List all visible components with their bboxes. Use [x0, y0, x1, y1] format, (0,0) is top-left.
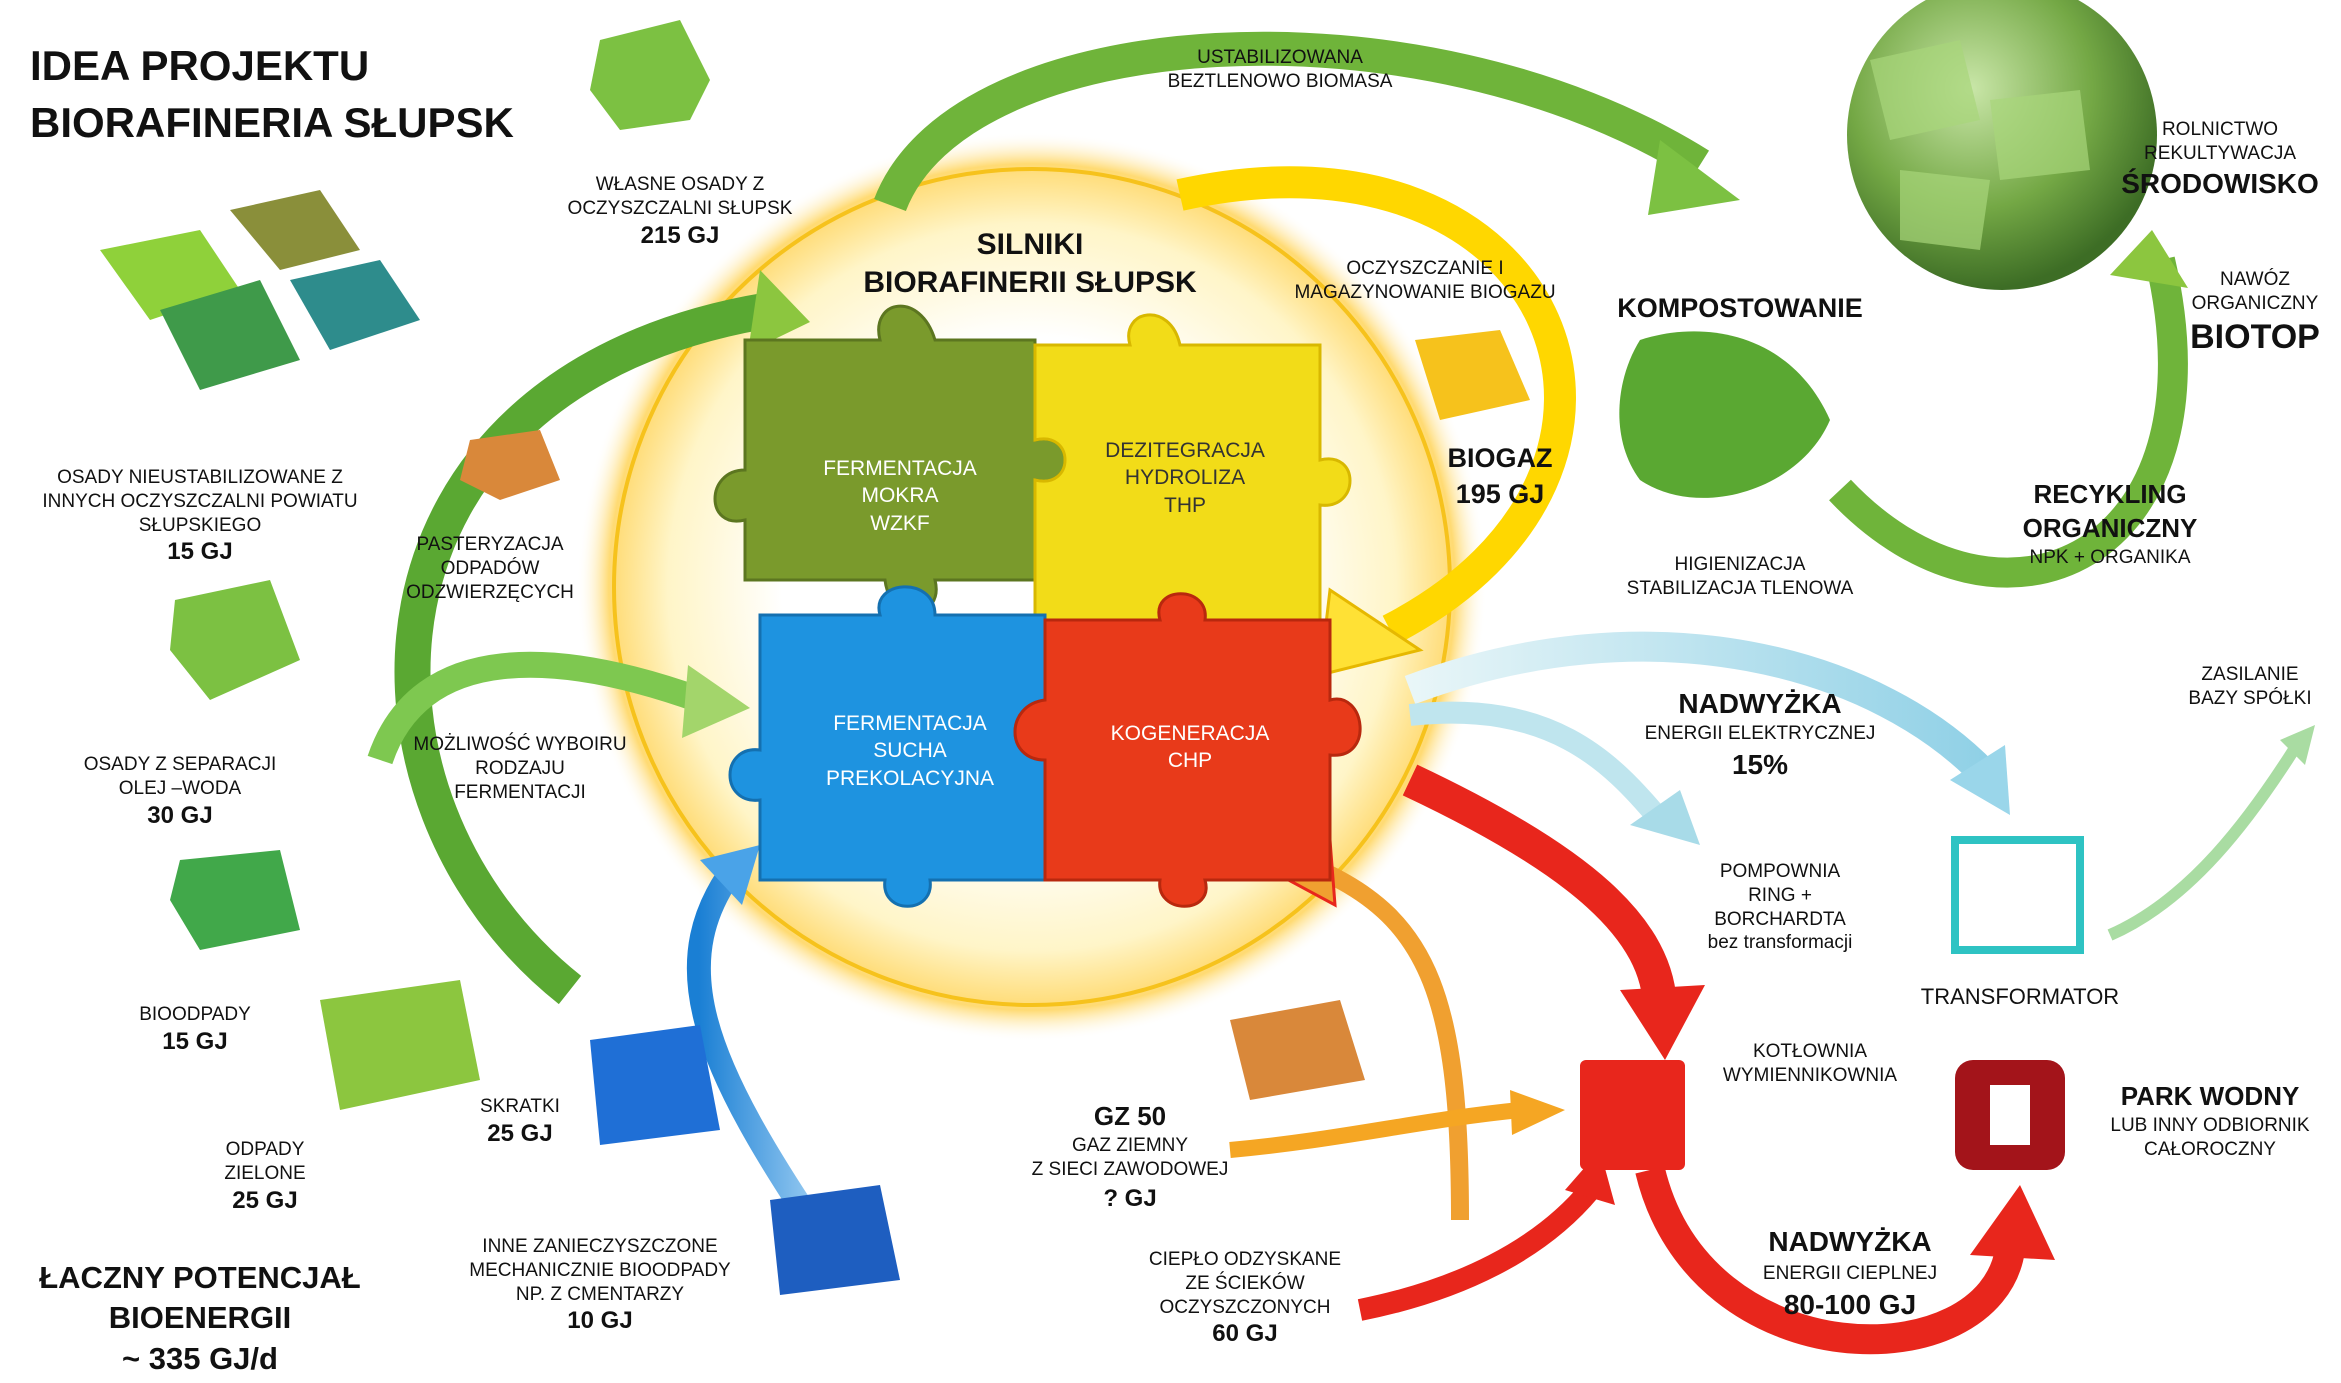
puzzle-icon-pasteryzacja — [460, 430, 560, 500]
center-title: SILNIKI BIORAFINERII SŁUPSK — [863, 228, 1197, 299]
puzzle-icon-kotlownia — [1580, 1060, 1685, 1170]
label-potencjal: ŁACZNY POTENCJAŁ BIOENERGII ~ 335 GJ/d — [39, 1260, 361, 1376]
label-biotop: NAWÓZ ORGANICZNY BIOTOP — [2190, 269, 2320, 356]
page-title: IDEA PROJEKTU BIORAFINERIA SŁUPSK — [30, 38, 514, 151]
input-bioodpady: BIOODPADY 15 GJ — [139, 1004, 251, 1055]
label-zasilanie: ZASILANIE BAZY SPÓŁKI — [2188, 664, 2312, 709]
arrow-blue-head — [700, 845, 760, 905]
label-transformator: TRANSFORMATOR — [1920, 984, 2120, 1009]
arrow-biogaz — [1176, 166, 1576, 645]
label-kotlownia: KOTŁOWNIA WYMIENNIKOWNIA — [1722, 1041, 1898, 1086]
arrow-chp-kotlownia-head — [1620, 985, 1705, 1060]
puzzle-icon-wlasne — [590, 20, 710, 130]
label-pompownia: POMPOWNIA RING + BORCHARDTA bez transfor… — [1707, 861, 1853, 954]
label-cieplo: CIEPŁO ODZYSKANE ZE ŚCIEKÓW OCZYSZCZONYC… — [1148, 1249, 1342, 1348]
input-inne: INNE ZANIECZYSZCZONE MECHANICZNIE BIOODP… — [469, 1236, 731, 1335]
arrow-biomasa — [874, 31, 1709, 212]
input-wlasne-osady: WŁASNE OSADY Z OCZYSZCZALNI SŁUPSK 215 G… — [567, 174, 793, 249]
label-wybor: MOŻLIWOŚĆ WYBOIRU RODZAJU FERMENTACJI — [413, 734, 627, 803]
arrow-biomasa-head — [1648, 140, 1740, 215]
arrow-left-main-head — [748, 270, 810, 352]
puzzle-cluster-topleft — [100, 190, 420, 390]
arrow-gz — [1316, 861, 1469, 1221]
arrow-wybor-head — [682, 665, 750, 738]
arrow-nadwyzka-el — [1404, 631, 2002, 791]
input-odpady-zielone: ODPADY ZIELONE 25 GJ — [224, 1139, 306, 1214]
label-park: PARK WODNY LUB INNY ODBIORNIK CAŁOROCZNY — [2110, 1081, 2310, 1161]
label-higienizacja: HIGIENIZACJA STABILIZACJA TLENOWA — [1626, 554, 1854, 599]
arrow-gz-kotl-head — [1510, 1090, 1565, 1135]
puzzle-icon-gz — [1230, 1000, 1365, 1100]
puzzle-icon-zielone — [320, 980, 480, 1110]
label-dezitegracja: DEZITEGRACJA HYDROLIZA THP — [1105, 439, 1265, 517]
input-osady-nieustab: OSADY NIEUSTABILIZOWANE Z INNYCH OCZYSZC… — [42, 467, 358, 566]
label-pasteryzacja: PASTERYZACJA ODPADÓW ODZWIERZĘCYCH — [406, 534, 574, 603]
input-skratki: SKRATKI 25 GJ — [480, 1096, 560, 1147]
puzzle-icon-kompost — [1619, 331, 1830, 498]
label-biogaz: BIOGAZ 195 GJ — [1447, 443, 1553, 510]
label-srodowisko: ROLNICTWO REKULTYWACJA ŚRODOWISKO — [2121, 119, 2319, 199]
input-osady-separacji: OSADY Z SEPARACJI OLEJ –WODA 30 GJ — [83, 754, 277, 829]
label-fermentacja-sucha: FERMENTACJA SUCHA PREKOLACYJNA — [825, 712, 995, 790]
puzzle-icon-inne — [770, 1185, 900, 1295]
puzzle-icon-bioodpady — [170, 850, 300, 950]
arrow-pompownia-head — [1630, 790, 1700, 845]
arrow-gz-kotl — [1229, 1102, 1521, 1158]
label-kogeneracja: KOGENERACJA CHP — [1110, 722, 1270, 773]
label-nadwyzka-el: NADWYŻKA ENERGII ELEKTRYCZNEJ 15% — [1644, 688, 1876, 781]
puzzle-icon-skratki — [590, 1025, 720, 1145]
puzzle-kogeneracja — [1013, 592, 1362, 908]
label-fermentacja-mokra: FERMENTACJA MOKRA WZKF — [823, 457, 977, 535]
arrow-cieplo — [1357, 1182, 1599, 1321]
arrow-park — [1635, 1166, 2025, 1355]
title-line2: BIORAFINERIA SŁUPSK — [30, 98, 514, 146]
puzzle-icon-park-inner — [1990, 1085, 2030, 1145]
arrow-wybor — [367, 651, 705, 765]
arrow-nadwyzka-el-head — [1950, 745, 2010, 815]
puzzle-icon-transformator — [1951, 836, 2084, 954]
arrow-pompownia — [1408, 701, 1669, 828]
label-recykling: RECYKLING ORGANICZNY NPK + ORGANIKA — [2022, 479, 2198, 568]
arrow-park-head — [1970, 1185, 2055, 1260]
arrow-zasilanie — [2107, 736, 2306, 941]
arrow-blue — [686, 852, 840, 1257]
puzzle-center — [713, 304, 1362, 908]
puzzle-icon-separacji — [170, 580, 300, 700]
arrow-zasilanie-head — [2280, 725, 2315, 765]
puzzle-icon-biogaz — [1415, 330, 1530, 420]
label-biomasa: USTABILIZOWANA BEZTLENOWO BIOMASA — [1167, 47, 1393, 92]
arrow-recykling-head — [2110, 230, 2188, 288]
puzzle-dezitegracja — [1033, 313, 1352, 666]
arrow-recykling — [1829, 256, 2188, 588]
label-biogaz-oczyszczanie: OCZYSZCZANIE I MAGAZYNOWANIE BIOGAZU — [1294, 258, 1556, 303]
arrow-chp-kotlownia — [1402, 764, 1677, 1011]
title-line1: IDEA PROJEKTU — [30, 42, 370, 89]
arrow-left-main — [394, 292, 773, 1005]
label-kompostowanie: KOMPOSTOWANIE — [1617, 293, 1863, 323]
label-nadwyzka-ciepl: NADWYŻKA ENERGII CIEPLNEJ 80-100 GJ — [1762, 1226, 1938, 1321]
label-gz50: GZ 50 GAZ ZIEMNY Z SIECI ZAWODOWEJ ? GJ — [1031, 1101, 1229, 1213]
